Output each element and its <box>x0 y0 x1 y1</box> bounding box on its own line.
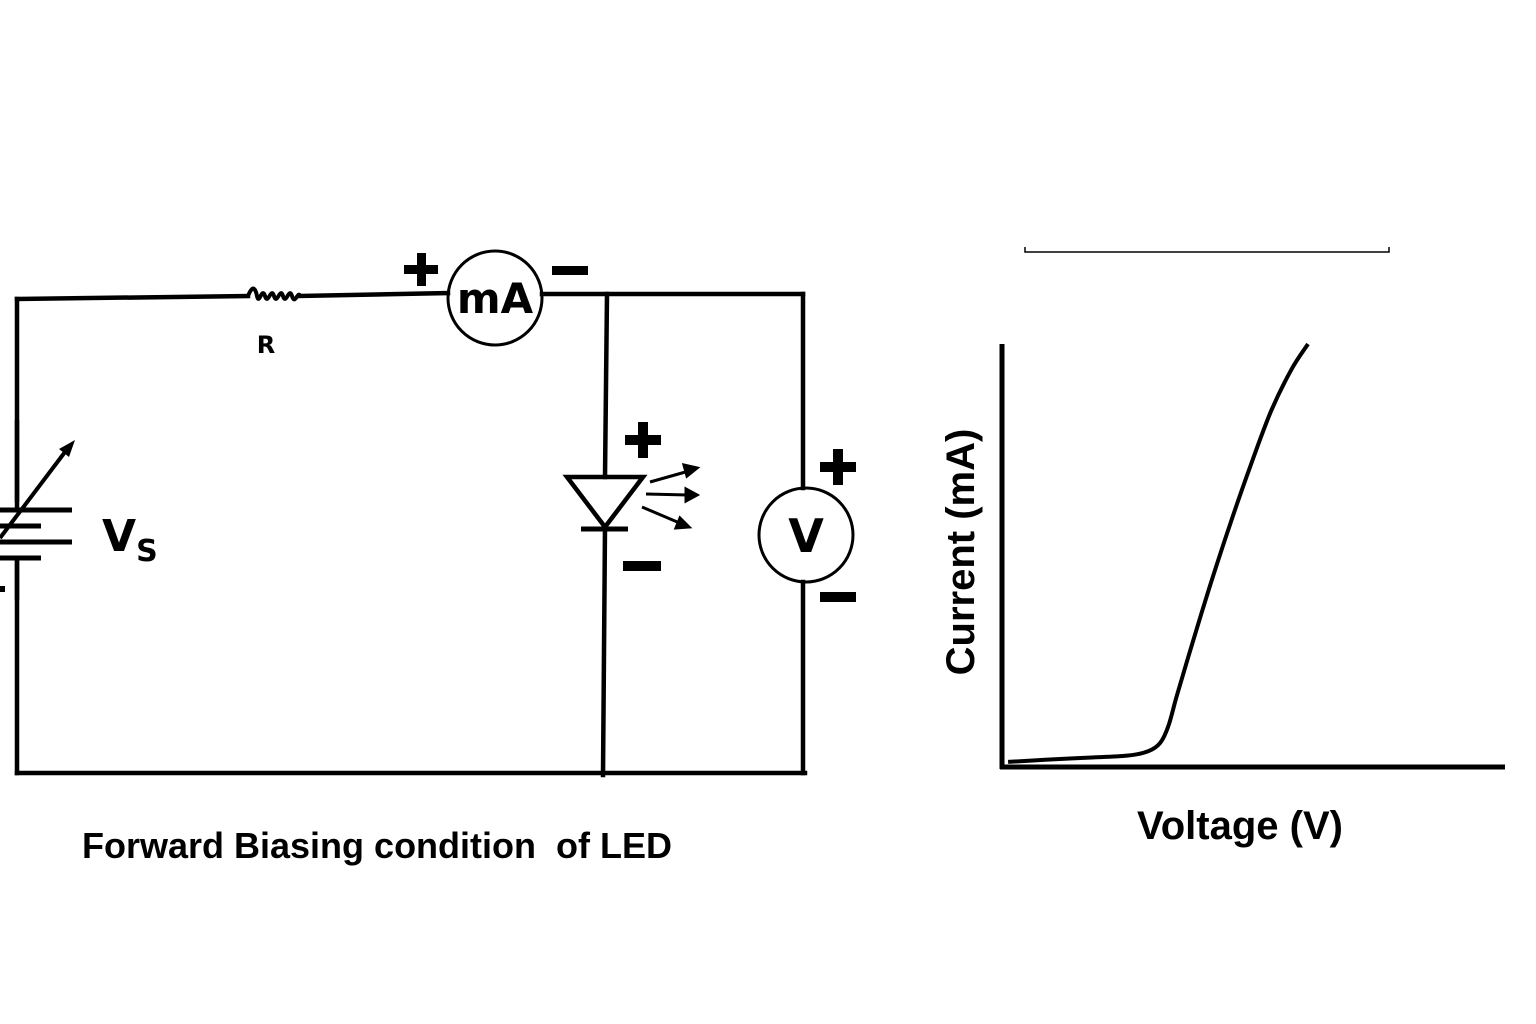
light-arrow-icon <box>641 462 701 530</box>
source-label-subscript: S <box>136 534 158 569</box>
iv-curve-points <box>1008 344 1308 762</box>
x-axis-label: Voltage (V) <box>1137 804 1343 848</box>
circuit: mA V R VS Forward Biasing condition of L… <box>0 249 856 866</box>
chart-title-placeholder-line <box>1024 247 1390 253</box>
ammeter-circle <box>446 249 544 347</box>
ammeter-label: mA <box>457 274 534 323</box>
circuit-caption: Forward Biasing condition of LED <box>82 825 672 866</box>
wire-top-left <box>14 293 251 302</box>
wire-top-mid <box>297 290 451 299</box>
voltmeter-minus-sign <box>820 592 856 602</box>
variable-source-symbol <box>0 420 75 600</box>
voltmeter-circle <box>757 486 855 584</box>
led-triangle <box>562 474 648 531</box>
wire-led-bottom <box>600 524 608 778</box>
led-minus-sign <box>623 561 661 571</box>
voltmeter-plus-sign <box>820 449 856 485</box>
resistor-label: R <box>257 331 275 359</box>
voltmeter-label: V <box>788 509 824 563</box>
resistor-symbol <box>246 286 302 302</box>
ammeter-minus-sign <box>552 266 588 275</box>
iv-chart: Voltage (V) Current (mA) <box>939 247 1505 848</box>
source-label: VS <box>102 511 158 569</box>
led-symbol <box>562 462 701 532</box>
source-label-main: V <box>102 511 136 562</box>
iv-curve-line <box>1007 342 1310 764</box>
wire-led-top <box>602 291 610 480</box>
y-axis-label: Current (mA) <box>939 429 983 676</box>
ammeter-plus-sign <box>404 253 438 286</box>
variable-arrow-icon <box>0 440 75 540</box>
led-plus-sign <box>625 422 661 458</box>
